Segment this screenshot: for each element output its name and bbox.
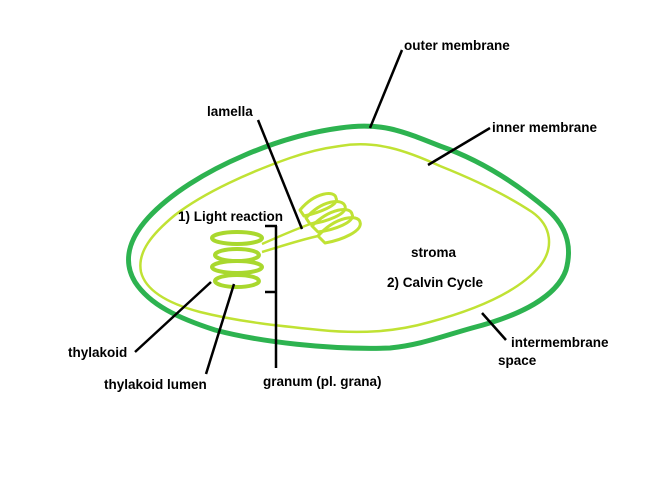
label-thylakoid-lumen: thylakoid lumen [104,377,207,392]
leader-lines [134,49,507,375]
label-stroma: stroma [411,245,457,260]
leader-intermembrane-space [481,312,507,341]
label-inner-membrane: inner membrane [492,120,598,135]
granum-bracket [265,224,278,368]
label-light-reaction: 1) Light reaction [178,209,283,224]
thylakoid-disc [213,273,261,289]
label-lamella: lamella [207,104,253,119]
leader-outer-membrane [368,49,404,129]
leader-thylakoid-lumen [204,283,236,375]
label-intermembrane-space-2: space [498,353,537,368]
granum-stack [210,230,264,289]
label-calvin-cycle: 2) Calvin Cycle [387,275,484,290]
leader-lamella [256,119,304,230]
inner-membrane-shape [139,143,551,334]
label-granum: granum (pl. grana) [263,374,382,389]
label-outer-membrane: outer membrane [404,38,510,53]
right-granum [298,192,362,245]
thylakoid-disc [210,230,264,246]
thylakoid-disc [210,259,264,275]
leader-inner-membrane [427,126,491,167]
label-intermembrane-space-1: intermembrane [511,335,609,350]
outer-membrane-shape [126,123,571,351]
leader-thylakoid [134,281,212,353]
label-thylakoid: thylakoid [68,345,127,360]
